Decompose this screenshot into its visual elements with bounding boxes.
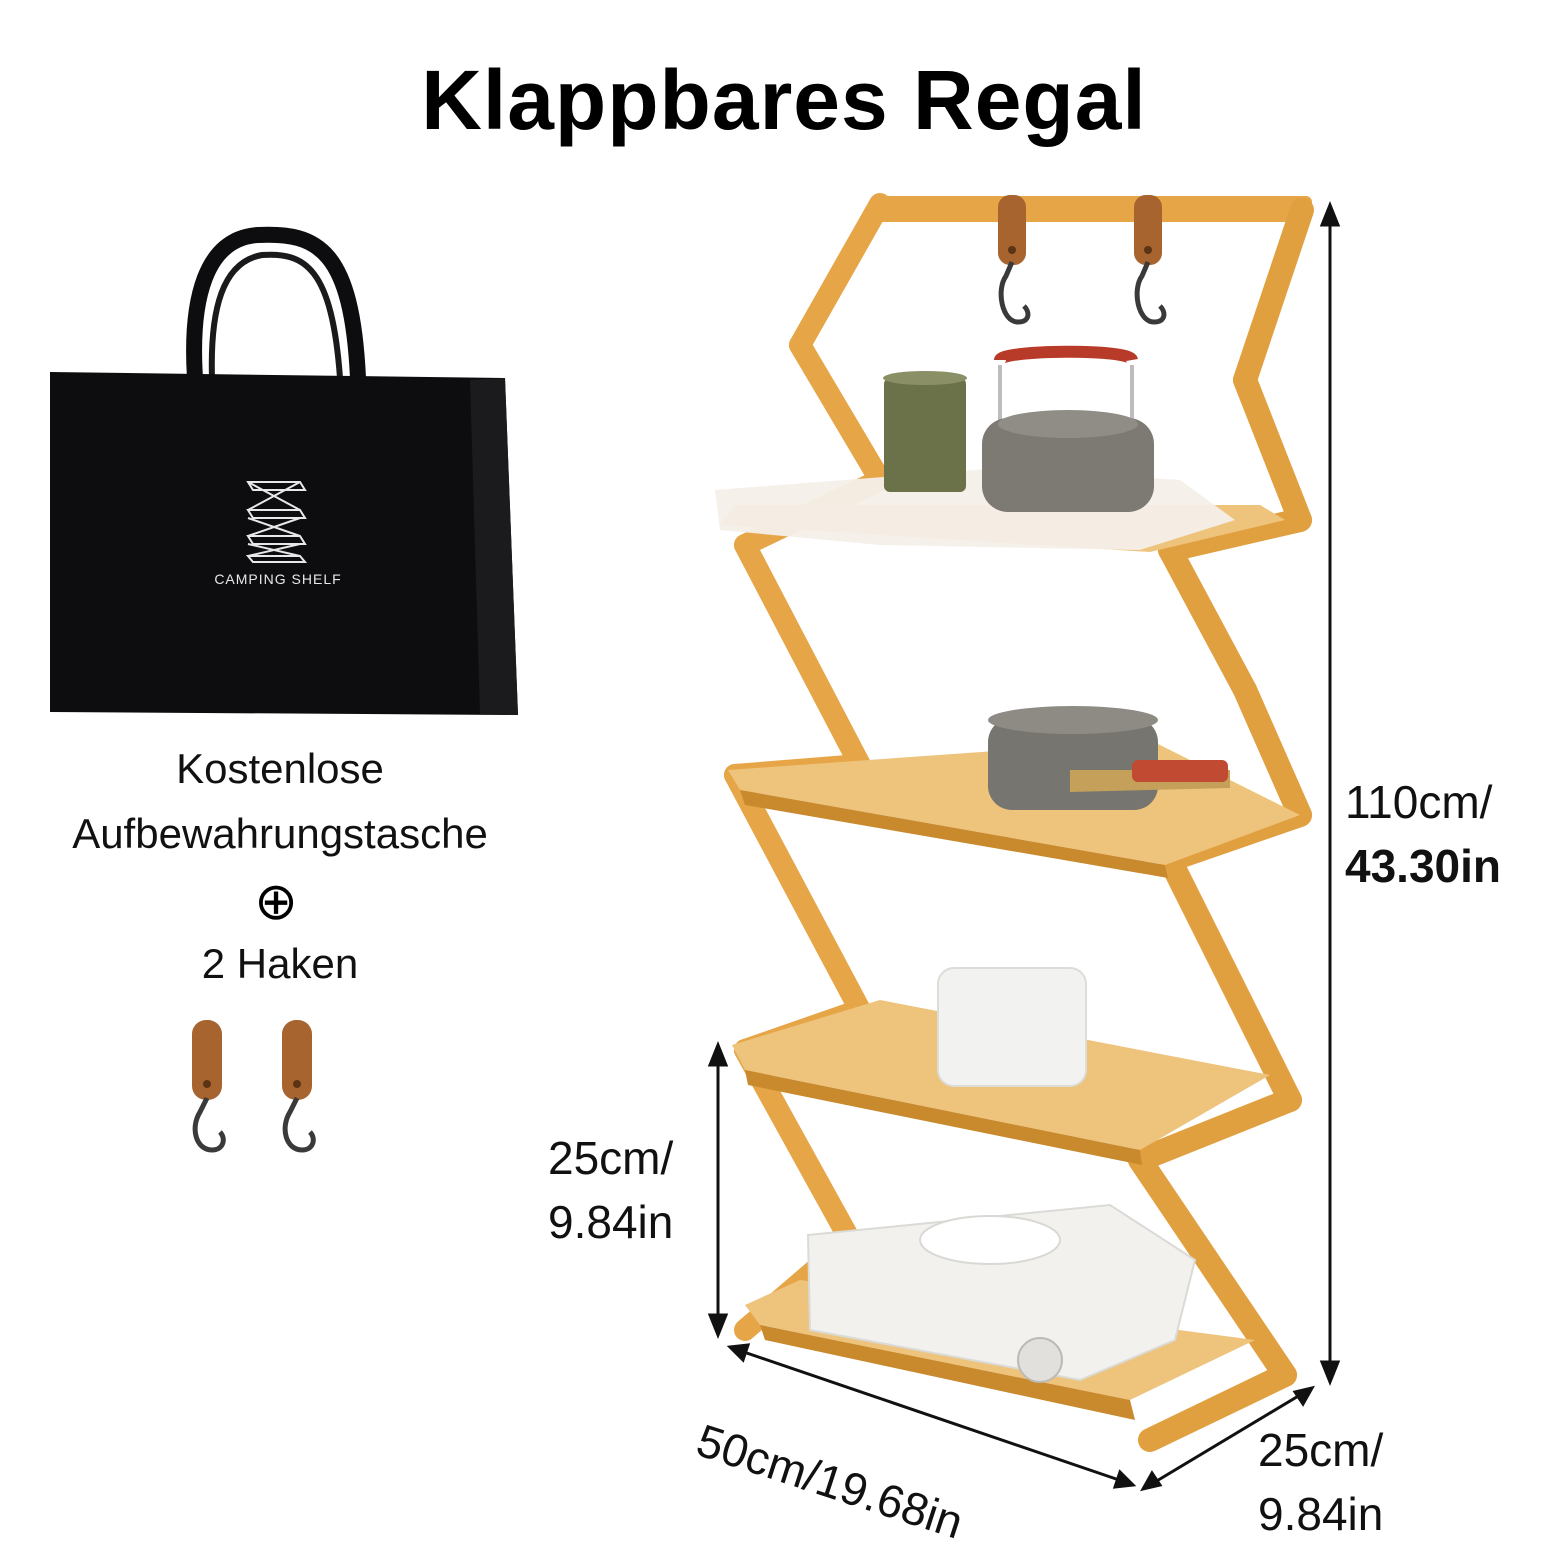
page-title: Klappbares Regal (421, 53, 1147, 147)
storage-bag: CAMPING SHELF (50, 226, 518, 715)
depth-in-label: 9.84in (1258, 1488, 1384, 1540)
camping-shelf-logo-icon (245, 481, 308, 563)
shelf-gap-in-label: 9.84in (548, 1196, 674, 1248)
leather-hooks (192, 1020, 316, 1153)
depth-cm-label: 25cm/ (1258, 1424, 1384, 1476)
shelf-gap-cm-label: 25cm/ (548, 1132, 674, 1184)
height-cm-label: 110cm/ (1345, 776, 1493, 828)
hook-icon (282, 1020, 316, 1153)
bag-caption-line2: Aufbewahrungstasche (72, 810, 488, 857)
hook-icon (192, 1020, 226, 1153)
hooks-caption: 2 Haken (201, 940, 359, 987)
hook-icon (1134, 195, 1167, 325)
plus-icon: ⊕ (254, 873, 298, 931)
bag-logo-text: CAMPING SHELF (214, 571, 341, 587)
hook-icon (998, 195, 1031, 325)
height-in-label: 43.30in (1345, 840, 1501, 892)
bag-caption-line1: Kostenlose (176, 745, 384, 792)
dimension-arrows (707, 200, 1341, 1492)
folding-shelf (715, 193, 1314, 1452)
